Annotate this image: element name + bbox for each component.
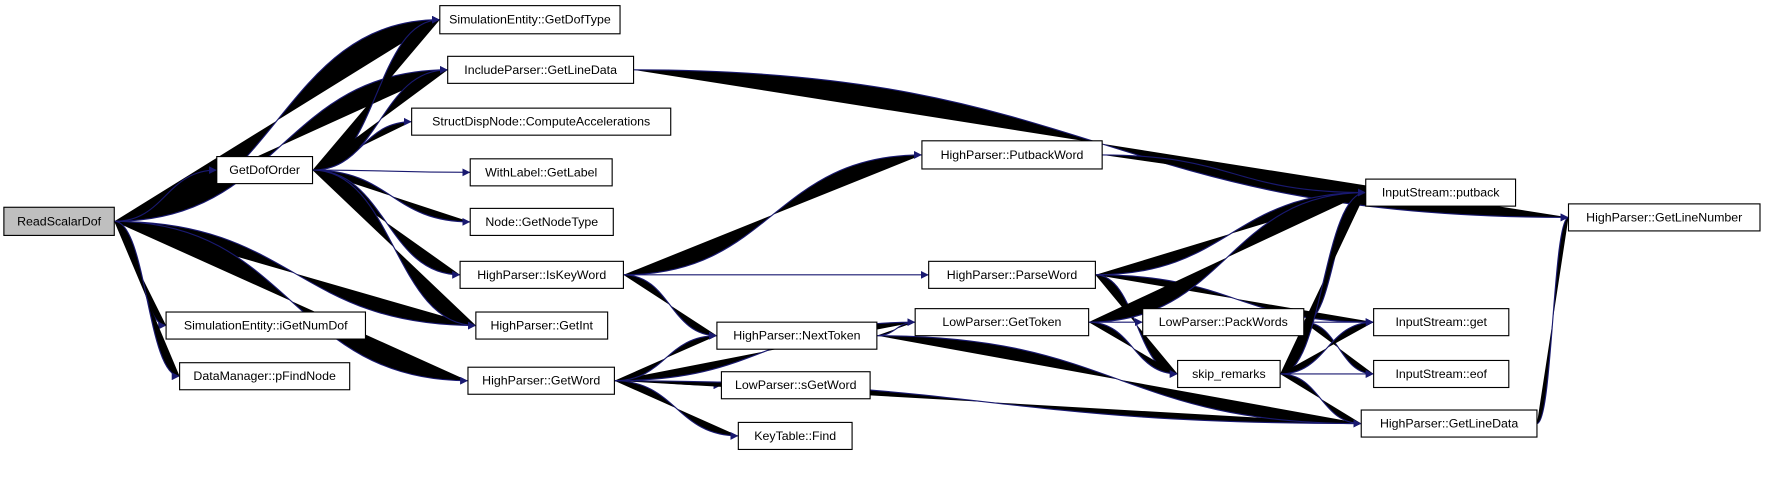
node-putbackword[interactable]: HighParser::PutbackWord — [921, 140, 1103, 170]
node-label: WithLabel::GetLabel — [485, 165, 597, 179]
node-label: HighParser::GetLineNumber — [1586, 210, 1742, 224]
node-igetnumdof[interactable]: SimulationEntity::iGetNumDof — [165, 311, 367, 340]
node-box — [179, 362, 351, 391]
node-label: InputStream::eof — [1395, 367, 1487, 381]
node-label: InputStream::putback — [1382, 186, 1500, 200]
edge-readscalardof-to-getdoftype — [114, 15, 440, 222]
node-label: HighParser::IsKeyWord — [477, 268, 606, 282]
edge-getdoforder-to-getint — [312, 169, 476, 330]
edge-getdoforder-to-getlabel — [312, 168, 471, 177]
edge-gettoken-to-putback — [1088, 188, 1366, 323]
node-box — [447, 55, 635, 84]
node-getlabel[interactable]: WithLabel::GetLabel — [469, 158, 613, 187]
node-getdoftype[interactable]: SimulationEntity::GetDofType — [439, 5, 621, 35]
edge-getword-to-nexttoken — [614, 331, 717, 382]
node-label: StructDispNode::ComputeAccelerations — [432, 115, 650, 129]
edges-layer — [114, 15, 1570, 440]
node-box — [737, 421, 853, 451]
node-label: InputStream::get — [1395, 315, 1487, 329]
node-label: SimulationEntity::GetDofType — [449, 13, 611, 27]
edge-putbackword-to-putback — [1102, 154, 1366, 197]
edge-iskeyword-to-nexttoken — [623, 274, 717, 340]
node-box — [1567, 203, 1761, 232]
node-incl_getlinedata[interactable]: IncludeParser::GetLineData — [447, 55, 635, 84]
node-eof[interactable]: InputStream::eof — [1373, 359, 1510, 389]
node-computeacc[interactable]: StructDispNode::ComputeAccelerations — [411, 107, 672, 136]
node-box — [1373, 359, 1510, 389]
node-label: Node::GetNodeType — [485, 215, 598, 229]
edge-hp_getlinedata-to-getlinenumber — [1536, 213, 1570, 425]
node-label: LowParser::GetToken — [942, 315, 1061, 329]
node-box — [467, 366, 615, 395]
edge-nexttoken-to-hp_getlinedata — [876, 335, 1362, 428]
node-sgetword[interactable]: LowParser::sGetWord — [720, 371, 871, 400]
node-label: HighParser::GetLineData — [1380, 417, 1518, 431]
node-label: HighParser::GetInt — [491, 319, 594, 333]
node-box — [216, 156, 314, 185]
node-label: ReadScalarDof — [17, 214, 101, 228]
node-label: SimulationEntity::iGetNumDof — [184, 319, 348, 333]
node-getint[interactable]: HighParser::GetInt — [475, 311, 609, 340]
node-nexttoken[interactable]: HighParser::NextToken — [716, 321, 878, 350]
node-box — [928, 260, 1096, 289]
node-get[interactable]: InputStream::get — [1373, 308, 1510, 337]
node-box — [914, 308, 1090, 337]
node-getlinenumber[interactable]: HighParser::GetLineNumber — [1567, 203, 1761, 232]
node-label: GetDofOrder — [229, 163, 300, 177]
edge-readscalardof-to-getword — [114, 220, 468, 385]
node-hp_getlinedata[interactable]: HighParser::GetLineData — [1360, 409, 1538, 438]
node-box — [411, 107, 672, 136]
node-label: LowParser::PackWords — [1159, 315, 1288, 329]
node-box — [921, 140, 1103, 170]
node-box — [716, 321, 878, 350]
node-box — [439, 5, 621, 35]
edge-packwords-to-eof — [1303, 321, 1374, 378]
node-box — [720, 371, 871, 400]
node-box — [1360, 409, 1538, 438]
node-label: DataManager::pFindNode — [193, 369, 336, 383]
node-getword[interactable]: HighParser::GetWord — [467, 366, 615, 395]
node-parseword[interactable]: HighParser::ParseWord — [928, 260, 1096, 289]
node-gettoken[interactable]: LowParser::GetToken — [914, 308, 1090, 337]
node-label: LowParser::sGetWord — [735, 378, 857, 392]
node-box — [1142, 308, 1305, 337]
edge-skipremarks-to-get — [1280, 318, 1374, 375]
node-box — [469, 158, 613, 187]
edge-getword-to-find — [614, 380, 739, 440]
node-pfindnode[interactable]: DataManager::pFindNode — [179, 362, 351, 391]
edge-readscalardof-to-pfindnode — [114, 220, 180, 381]
node-box — [475, 311, 609, 340]
node-skipremarks[interactable]: skip_remarks — [1177, 359, 1281, 389]
node-label: HighParser::NextToken — [733, 329, 860, 343]
node-label: HighParser::GetWord — [482, 374, 600, 388]
node-find[interactable]: KeyTable::Find — [737, 421, 853, 451]
node-box — [1373, 308, 1510, 337]
node-box — [1177, 359, 1281, 389]
node-box — [1365, 178, 1517, 207]
node-box — [469, 207, 614, 236]
node-box — [459, 260, 624, 289]
node-label: HighParser::ParseWord — [947, 268, 1078, 282]
node-label: IncludeParser::GetLineData — [464, 63, 617, 77]
node-packwords[interactable]: LowParser::PackWords — [1142, 308, 1305, 337]
nodes-layer: ReadScalarDof SimulationEntity::GetDofTyp… — [3, 5, 1761, 451]
node-getnodetype[interactable]: Node::GetNodeType — [469, 207, 614, 236]
node-iskeyword[interactable]: HighParser::IsKeyWord — [459, 260, 624, 289]
node-label: KeyTable::Find — [754, 429, 836, 443]
edge-iskeyword-to-putbackword — [623, 150, 922, 276]
node-box — [3, 206, 115, 236]
node-box — [165, 311, 367, 340]
edge-skipremarks-to-hp_getlinedata — [1280, 373, 1362, 428]
node-getdoforder[interactable]: GetDofOrder — [216, 156, 314, 185]
node-putback[interactable]: InputStream::putback — [1365, 178, 1517, 207]
node-label: HighParser::PutbackWord — [941, 148, 1084, 162]
node-readscalardof[interactable]: ReadScalarDof — [3, 206, 115, 236]
node-label: skip_remarks — [1192, 367, 1266, 381]
